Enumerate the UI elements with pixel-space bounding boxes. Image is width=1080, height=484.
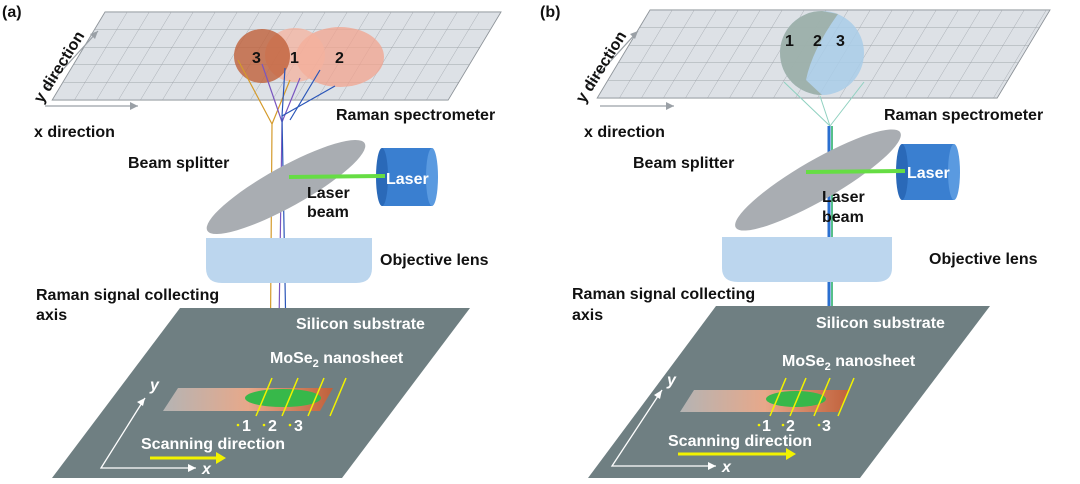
scan-point-3-b: 3 [822,418,831,435]
laser-source [376,148,438,206]
beam-splitter-b [735,129,901,231]
laser-beam-label-1-b: Laser [822,189,865,206]
beam-splitter-label-b: Beam splitter [633,155,734,172]
laser-label-b: Laser [907,165,950,182]
axis-x-label-b: x [721,459,732,476]
axis-y-label: y [149,377,160,394]
panel-b: (b) y direction x direction 1 2 3 [540,4,1051,478]
scan-markers-b [769,377,855,417]
laser-beam-label-2-b: beam [822,209,864,226]
laser-label: Laser [386,171,429,188]
scanning-direction-label: Scanning direction [141,436,285,453]
objective-lens [206,238,372,283]
scan-point-2-b: 2 [786,418,795,435]
laser-beam [288,174,386,179]
nanosheet-label: MoSe2 nanosheet [270,350,404,370]
grid-direction-arrows-b [585,30,674,110]
laser-beam-b [805,169,906,174]
panel-a: (a) y direction x direction 3 1 2 [2,4,502,478]
objective-lens-label: Objective lens [380,252,489,269]
grid-direction-arrows [45,30,138,110]
spot-label-3: 3 [252,50,261,67]
spot-label-2: 2 [335,50,344,67]
panel-b-tag: (b) [540,4,560,21]
raman-axis-label-2-b: axis [572,307,603,324]
beam-splitter-label: Beam splitter [128,155,229,172]
scan-point-2: 2 [268,418,277,435]
laser-beam-label-1: Laser [307,185,350,202]
axis-x-label: x [201,461,212,478]
scan-point-3: 3 [294,418,303,435]
scan-point-1: 1 [242,418,251,435]
spot-label-1-b: 1 [785,33,794,50]
scan-markers [255,377,347,417]
silicon-substrate-label: Silicon substrate [296,316,425,333]
scan-point-1-b: 1 [762,418,771,435]
raman-spectrometer-label: Raman spectrometer [336,107,495,124]
substrate-axes [99,397,196,469]
raman-spots-b [780,11,864,95]
panel-a-tag: (a) [2,4,22,21]
axis-y-label-b: y [666,372,677,389]
raman-axis-label-2: axis [36,307,67,324]
raman-spots [234,27,384,87]
substrate-axes-b [610,389,716,467]
spot-label-3-b: 3 [836,33,845,50]
spot-label-1: 1 [290,50,299,67]
spot-label-2-b: 2 [813,33,822,50]
laser-beam-label-2: beam [307,204,349,221]
nanosheet-label-b: MoSe2 nanosheet [782,353,916,373]
objective-lens-label-b: Objective lens [929,251,1038,268]
scanning-direction-label-b: Scanning direction [668,433,812,450]
raman-axis-label-1: Raman signal collecting [36,287,219,304]
x-direction-label: x direction [34,124,115,141]
laser-source-b [896,144,960,200]
objective-lens-b [722,237,892,282]
laser-spot [245,389,321,407]
silicon-substrate-label-b: Silicon substrate [816,315,945,332]
raman-axis-label-1-b: Raman signal collecting [572,286,755,303]
x-direction-label-b: x direction [584,124,665,141]
signal-lines [237,59,336,393]
laser-spot-b [766,391,826,407]
beam-splitter [206,139,366,235]
raman-spectrometer-label-b: Raman spectrometer [884,107,1043,124]
